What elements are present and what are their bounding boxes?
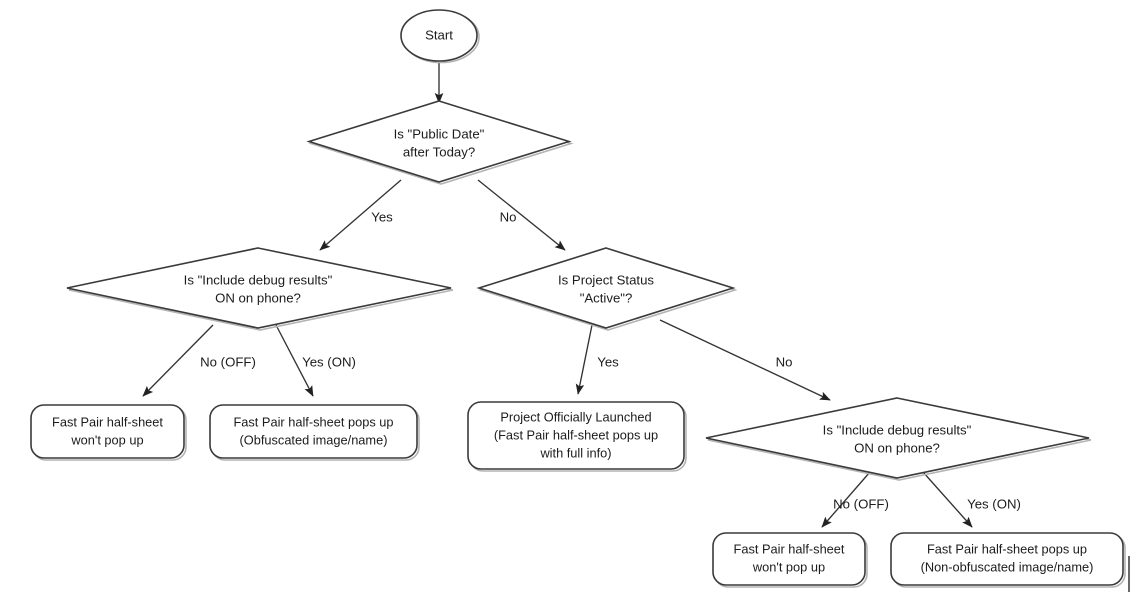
edge-label-project-status-yes: Yes	[597, 354, 619, 369]
right-off-line1: Fast Pair half-sheet	[734, 541, 845, 556]
debug-left-line2: ON on phone?	[215, 290, 301, 305]
edge-project-status-no	[659, 319, 831, 401]
edge-public-date-no	[477, 179, 566, 251]
edge-debug-left-off	[142, 324, 214, 397]
node-decision-project-status[interactable]: Is Project Status "Active"?	[476, 247, 738, 331]
edge-label-debug-left-on: Yes (ON)	[302, 354, 356, 369]
left-off-box-shape	[30, 404, 185, 459]
node-terminal-right-on[interactable]: Fast Pair half-sheet pops up (Non-obfusc…	[890, 532, 1126, 588]
public-date-line1: Is "Public Date"	[394, 126, 485, 141]
start-ellipse-shape	[400, 9, 478, 62]
public-date-diamond-shape	[306, 100, 572, 183]
node-terminal-right-off[interactable]: Fast Pair half-sheet won't pop up	[712, 532, 868, 588]
launched-line1: Project Officially Launched	[500, 409, 651, 424]
left-on-line2: (Obfuscated image/name)	[240, 432, 388, 447]
edge-debug-right-off	[821, 471, 871, 528]
edge-debug-left-on	[275, 324, 314, 397]
edge-public-date-yes	[319, 179, 402, 251]
right-off-box-shape	[712, 532, 866, 586]
node-decision-debug-right[interactable]: Is "Include debug results" ON on phone?	[705, 397, 1092, 481]
node-terminal-left-off[interactable]: Fast Pair half-sheet won't pop up	[30, 404, 187, 461]
node-decision-debug-left[interactable]: Is "Include debug results" ON on phone?	[66, 247, 454, 331]
launched-line2: (Fast Pair half-sheet pops up	[494, 427, 658, 442]
right-on-line2: (Non-obfuscated image/name)	[921, 559, 1094, 574]
left-off-line1: Fast Pair half-sheet	[52, 414, 163, 429]
debug-right-line2: ON on phone?	[854, 440, 940, 455]
edge-label-project-status-no: No	[776, 354, 793, 369]
node-start[interactable]: Start	[400, 9, 480, 64]
edge-project-status-yes	[575, 324, 593, 395]
edge-label-debug-right-on: Yes (ON)	[967, 496, 1021, 511]
edge-label-debug-right-off: No (OFF)	[833, 496, 889, 511]
edge-label-debug-left-off: No (OFF)	[200, 354, 256, 369]
launched-box-shape	[467, 401, 685, 470]
left-off-line2: won't pop up	[70, 432, 143, 447]
edge-label-public-date-yes: Yes	[371, 209, 393, 224]
project-status-line2: "Active"?	[580, 290, 633, 305]
project-status-diamond-shape	[476, 247, 736, 329]
edge-labels-layer: Yes No No (OFF) Yes (ON) Yes No No (OFF)…	[200, 209, 1021, 511]
public-date-line2: after Today?	[403, 144, 475, 159]
edge-debug-right-on	[922, 471, 973, 528]
left-on-line1: Fast Pair half-sheet pops up	[233, 414, 393, 429]
node-terminal-left-on[interactable]: Fast Pair half-sheet pops up (Obfuscated…	[209, 404, 420, 461]
debug-right-line1: Is "Include debug results"	[823, 422, 972, 437]
right-on-box-shape	[890, 532, 1124, 586]
node-decision-public-date[interactable]: Is "Public Date" after Today?	[306, 100, 574, 185]
edges-layer	[142, 62, 973, 528]
node-terminal-launched[interactable]: Project Officially Launched (Fast Pair h…	[467, 401, 687, 472]
launched-line3: with full info)	[539, 445, 611, 460]
start-label: Start	[425, 27, 453, 42]
debug-left-line1: Is "Include debug results"	[184, 272, 333, 287]
right-off-line2: won't pop up	[752, 559, 825, 574]
edge-label-public-date-no: No	[500, 209, 517, 224]
project-status-line1: Is Project Status	[558, 272, 654, 287]
debug-right-diamond-shape	[705, 397, 1090, 479]
left-on-box-shape	[209, 404, 418, 459]
right-on-line1: Fast Pair half-sheet pops up	[927, 541, 1087, 556]
debug-left-diamond-shape	[66, 247, 452, 329]
